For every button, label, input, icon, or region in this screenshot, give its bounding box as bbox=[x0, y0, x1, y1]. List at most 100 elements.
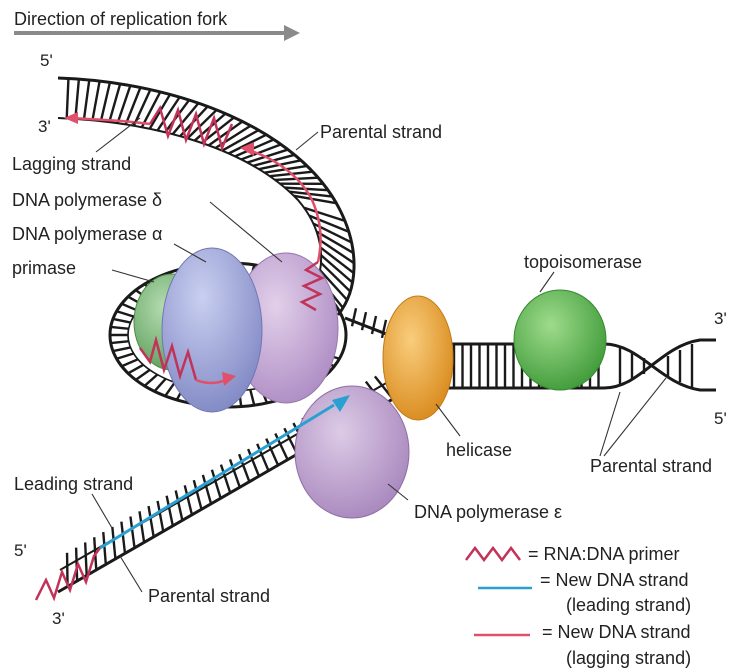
legend-primer-label: = RNA:DNA primer bbox=[528, 544, 680, 564]
label-lagging-strand: Lagging strand bbox=[12, 154, 131, 174]
base-pair-rung bbox=[320, 261, 352, 293]
base-pair-rung bbox=[135, 368, 151, 381]
fork-direction-arrow: Direction of replication fork bbox=[14, 9, 300, 41]
base-pair-rung bbox=[124, 87, 142, 125]
lagging-arrowhead-2 bbox=[240, 142, 254, 156]
leader-parental-top bbox=[295, 131, 319, 151]
base-pair-rung bbox=[308, 214, 350, 233]
base-pair-rung bbox=[164, 99, 191, 134]
leader-topoisomerase bbox=[539, 271, 555, 293]
base-pair-rung bbox=[74, 79, 81, 120]
base-pair-rung bbox=[289, 190, 333, 198]
loop-arrowhead bbox=[222, 372, 236, 386]
lagging-primer-1 bbox=[148, 104, 234, 152]
fork-direction-label: Direction of replication fork bbox=[14, 9, 228, 29]
leader-lagging bbox=[95, 117, 141, 153]
dna-polymerase-epsilon bbox=[294, 385, 410, 519]
leader-helicase bbox=[435, 403, 461, 437]
label-leading-strand: Leading strand bbox=[14, 474, 133, 494]
leading-primer bbox=[34, 547, 101, 602]
base-pair-rung bbox=[153, 377, 167, 393]
base-pair-rung bbox=[138, 511, 146, 543]
base-pair-rung bbox=[165, 495, 174, 527]
leader-delta bbox=[209, 201, 283, 263]
leader-primase bbox=[111, 269, 155, 283]
base-pair-rung bbox=[219, 464, 232, 494]
base-pair-rung bbox=[116, 310, 134, 318]
base-pair-rung bbox=[132, 89, 152, 127]
base-pair-rung bbox=[127, 363, 144, 375]
leading-arrowhead bbox=[332, 395, 350, 412]
base-pair-rung bbox=[111, 526, 117, 560]
label-dna-polymerase-alpha: DNA polymerase α bbox=[12, 224, 162, 244]
leader-epsilon bbox=[387, 483, 409, 501]
base-pair-rung bbox=[102, 531, 108, 565]
base-pair-rung bbox=[208, 120, 244, 147]
loop-primer bbox=[138, 335, 198, 381]
leader-leading bbox=[91, 493, 113, 529]
base-pair-rung bbox=[228, 133, 267, 155]
top-three-prime: 3' bbox=[38, 117, 51, 136]
base-pair-rung bbox=[319, 246, 355, 274]
base-pair-rung bbox=[121, 358, 139, 368]
leading-new-strand bbox=[99, 403, 335, 550]
right-three-prime: 3' bbox=[714, 309, 727, 328]
base-pair-rung bbox=[350, 308, 358, 327]
lagging-primer-2 bbox=[299, 260, 325, 312]
base-pair-rung bbox=[65, 78, 70, 119]
legend-leading-note: (leading strand) bbox=[566, 595, 691, 615]
base-pair-rung bbox=[237, 453, 251, 483]
base-pair-rung bbox=[370, 315, 378, 335]
base-pair-rung bbox=[108, 83, 122, 123]
lagging-new-strand-1 bbox=[71, 116, 151, 126]
base-pair-rung bbox=[234, 138, 275, 158]
base-pair-rung bbox=[265, 438, 280, 466]
leader-parental-right-1 bbox=[599, 391, 621, 457]
base-pair-rung bbox=[303, 206, 346, 223]
base-pair-rung bbox=[228, 459, 241, 488]
right-five-prime: 5' bbox=[714, 409, 727, 428]
label-dna-polymerase-delta: DNA polymerase δ bbox=[12, 190, 162, 210]
base-pair-rung bbox=[110, 340, 129, 345]
legend: = RNA:DNA primer = New DNA strand (leadi… bbox=[465, 544, 691, 668]
base-pair-rung bbox=[143, 373, 159, 387]
base-pair-rung bbox=[249, 389, 256, 406]
legend-lagging-note: (lagging strand) bbox=[566, 648, 691, 668]
base-pair-rung bbox=[319, 269, 348, 301]
legend-new-strand-label-2: = New DNA strand bbox=[542, 622, 691, 642]
base-pair-rung bbox=[116, 85, 132, 124]
base-pair-rung bbox=[315, 230, 354, 254]
base-pair-rung bbox=[140, 91, 162, 128]
base-pair-rung bbox=[129, 516, 136, 549]
bottom-five-prime: 5' bbox=[14, 541, 27, 560]
base-pair-rung bbox=[112, 346, 131, 353]
base-pair-rung bbox=[120, 521, 127, 554]
label-primase: primase bbox=[12, 258, 76, 278]
base-pair-rung bbox=[156, 500, 165, 532]
legend-primer-icon bbox=[465, 545, 521, 563]
base-pair-rung bbox=[192, 479, 203, 510]
base-pair-rung bbox=[174, 490, 184, 521]
lagging-new-strand-2 bbox=[247, 148, 322, 263]
base-pair-rung bbox=[256, 443, 270, 472]
dna-polymerase-alpha bbox=[161, 247, 263, 413]
base-pair-rung bbox=[91, 80, 101, 121]
base-pair-rung bbox=[210, 469, 222, 499]
base-pair-rung bbox=[112, 317, 131, 324]
base-pair-rung bbox=[116, 352, 134, 360]
base-pair-rung bbox=[65, 552, 69, 587]
base-pair-rung bbox=[246, 148, 289, 164]
topoisomerase-protein bbox=[513, 289, 607, 391]
leader-parental-bottom bbox=[119, 555, 143, 593]
base-pair-rung bbox=[201, 474, 213, 505]
base-pair-rung bbox=[171, 102, 200, 135]
label-dna-polymerase-epsilon: DNA polymerase ε bbox=[414, 502, 562, 522]
top-five-prime: 5' bbox=[40, 51, 53, 70]
base-pair-rung bbox=[164, 381, 176, 397]
label-helicase: helicase bbox=[446, 440, 512, 460]
base-pair-rung bbox=[183, 485, 194, 516]
base-pair-rung bbox=[110, 325, 129, 330]
base-pair-rung bbox=[293, 194, 337, 205]
